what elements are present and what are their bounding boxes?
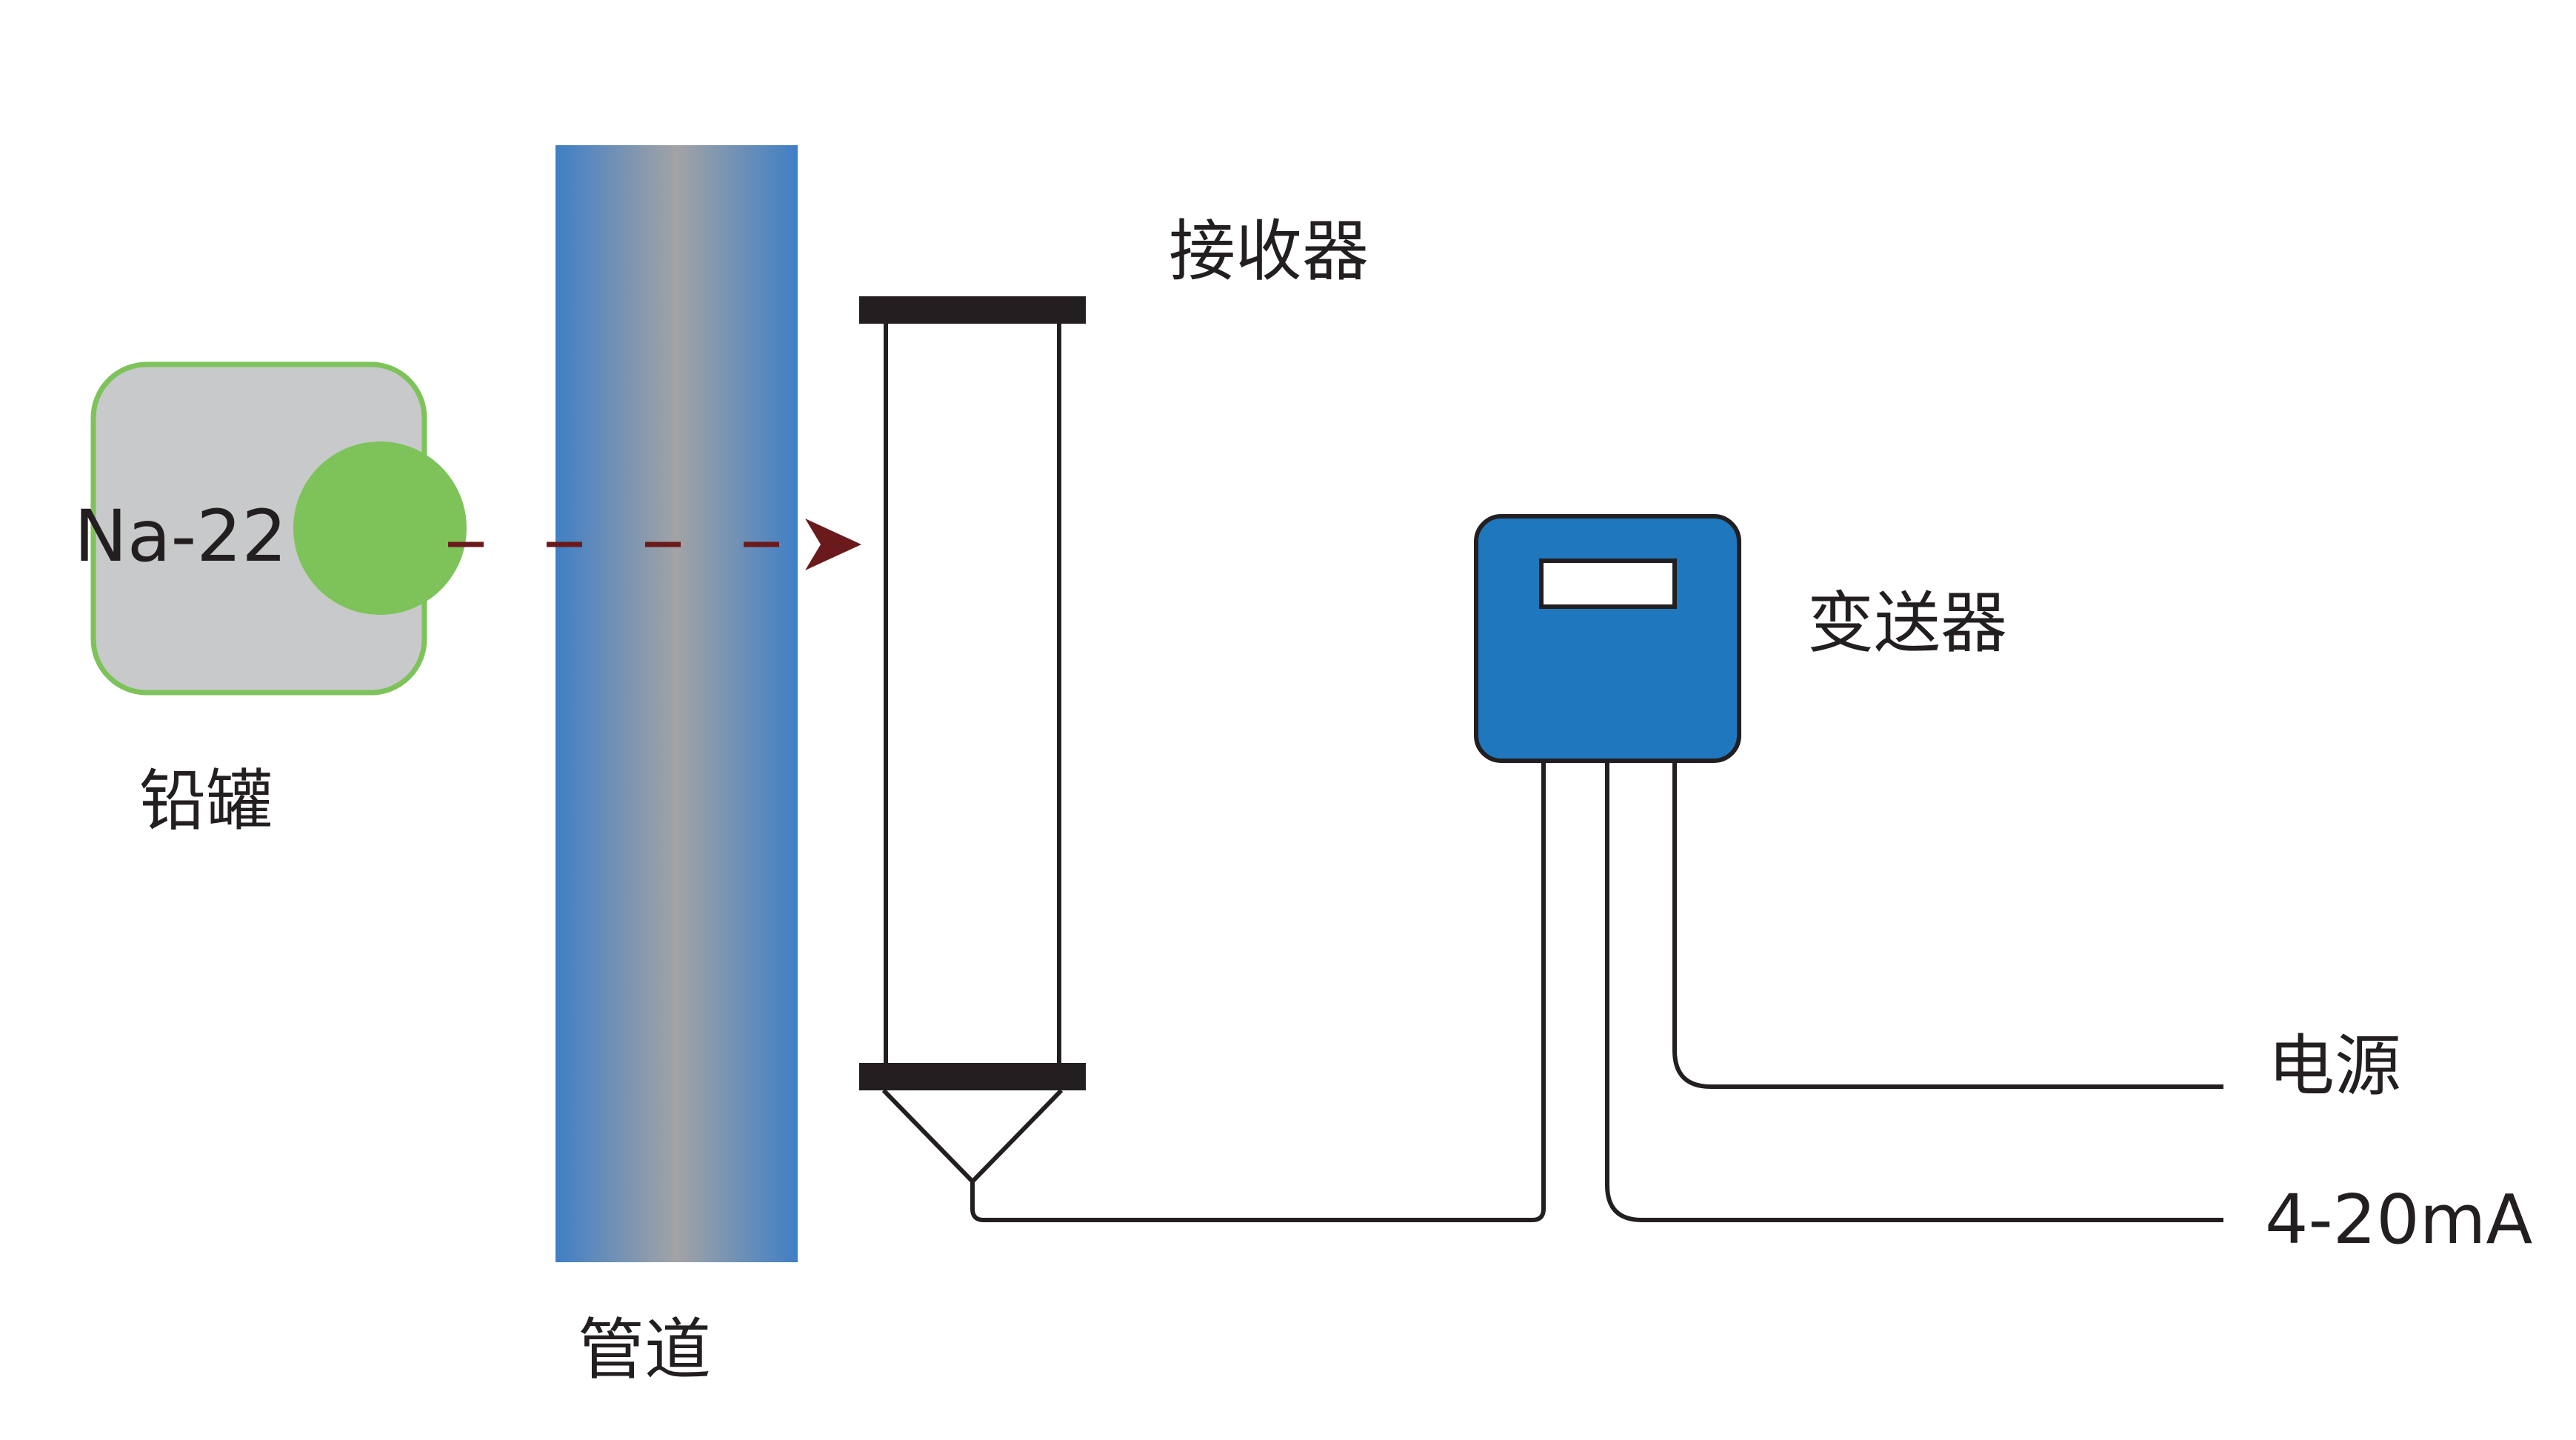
signal-label: 4-20mA (2265, 1180, 2532, 1259)
lead-tank-label: 铅罐 (139, 762, 273, 840)
signal-wire (1605, 759, 2223, 1222)
receiver-bottom-cap (859, 1063, 1086, 1090)
radiation-beam (448, 519, 861, 570)
radiation-source (293, 441, 467, 615)
transmitter (1474, 514, 1741, 763)
power-label: 电源 (2268, 1027, 2401, 1105)
transmitter-display (1539, 559, 1677, 609)
transmitter-label: 变送器 (1807, 584, 2007, 662)
pipe-label: 管道 (578, 1311, 711, 1389)
receiver-to-transmitter-wire (970, 759, 1546, 1222)
receiver-top-cap (859, 296, 1086, 324)
receiver (859, 296, 1086, 1185)
pipe (555, 145, 798, 1262)
transmitter-body (1474, 514, 1741, 763)
receiver-funnel (881, 1088, 1064, 1185)
lead-tank (90, 361, 467, 696)
beam-arrowhead (805, 519, 861, 570)
receiver-label: 接收器 (1169, 213, 1369, 290)
source-label: Na-22 (74, 495, 287, 578)
power-wire (1672, 759, 2223, 1089)
wiring (970, 759, 2223, 1222)
